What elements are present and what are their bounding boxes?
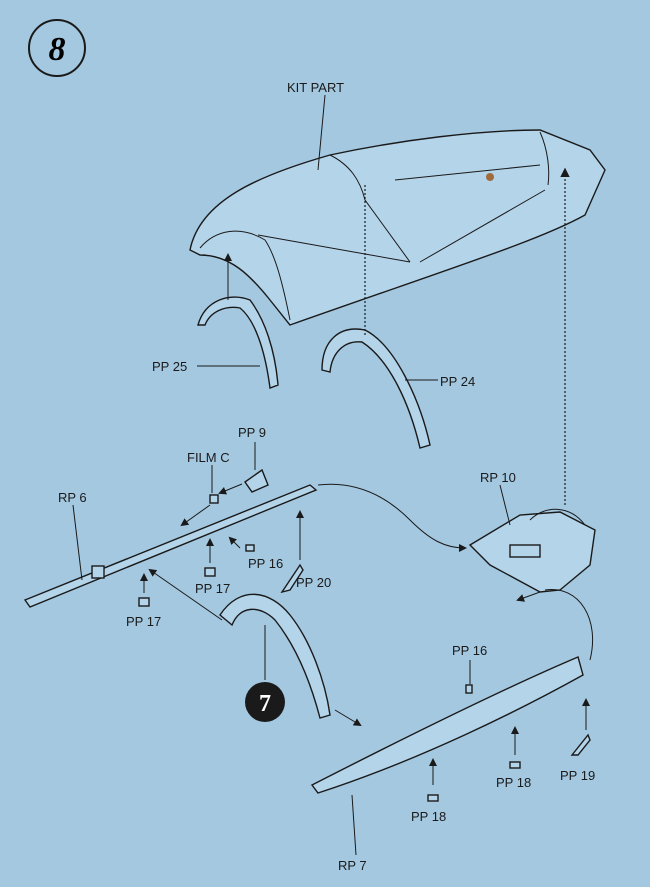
canopy-kit-part: KIT PART	[189, 80, 606, 326]
step-number: 8	[49, 31, 66, 68]
drawing-stroke	[321, 328, 431, 449]
drawing-stroke	[148, 568, 223, 621]
label-rp6: RP 6	[58, 490, 87, 505]
step-badge: 8	[28, 19, 86, 77]
drawing-stroke	[539, 131, 550, 186]
drawing-stroke	[427, 794, 439, 802]
drawing-stroke	[570, 733, 591, 756]
label-pp25: PP 25	[152, 359, 187, 374]
drawing-stroke	[529, 508, 586, 526]
drawing-stroke	[310, 656, 584, 794]
drawing-stroke	[245, 544, 255, 552]
part-pp9: PP 9 FILM C	[180, 425, 269, 527]
drawing-stroke	[509, 761, 521, 769]
drawing-stroke	[465, 684, 473, 694]
sub-step-number: 7	[259, 691, 271, 717]
drawing-stroke	[245, 682, 285, 722]
label-rp10: RP 10	[480, 470, 516, 485]
label-pp17-a: PP 17	[195, 581, 230, 596]
drawing-stroke	[138, 597, 150, 607]
drawing-stroke	[280, 563, 304, 594]
drawing-stroke	[91, 565, 105, 579]
drawing-stroke	[204, 567, 216, 577]
drawing-stroke	[486, 173, 494, 181]
label-pp19: PP 19	[560, 768, 595, 783]
drawing-stroke	[334, 709, 362, 727]
drawing-stroke	[317, 94, 326, 171]
drawing-stroke	[351, 794, 357, 856]
part-rp6: RP 6	[23, 483, 467, 608]
part-rp10: RP 10	[468, 167, 596, 661]
drawing-stroke	[72, 504, 83, 581]
drawing-stroke	[189, 129, 606, 326]
drawing-stroke	[317, 483, 467, 552]
label-pp18-b: PP 18	[496, 775, 531, 790]
drawing-stroke	[257, 164, 546, 263]
drawing-stroke	[199, 230, 291, 321]
drawing-stroke	[544, 589, 594, 661]
small-parts-rail: PP 16 PP 17 PP 20 PP 17	[126, 510, 331, 629]
label-kit-part: KIT PART	[287, 80, 344, 95]
drawing-stroke	[218, 483, 243, 495]
label-pp16-a: PP 16	[248, 556, 283, 571]
label-rp7: RP 7	[338, 858, 367, 873]
drawing-stroke	[228, 536, 241, 549]
part-rp7: RP 7 PP 16 PP 18 PP 18 PP 19	[310, 643, 595, 873]
drawing-stroke	[180, 504, 211, 527]
label-pp9: PP 9	[238, 425, 266, 440]
label-pp20: PP 20	[296, 575, 331, 590]
drawing-stroke	[209, 494, 219, 504]
label-film-c: FILM C	[187, 450, 230, 465]
label-pp16-b: PP 16	[452, 643, 487, 658]
drawing-stroke	[244, 468, 269, 493]
drawing-stroke	[28, 19, 86, 77]
drawing-stroke	[197, 296, 279, 389]
drawing-stroke	[516, 591, 541, 602]
part-pp24: PP 24	[321, 185, 475, 449]
label-pp24: PP 24	[440, 374, 475, 389]
drawing-stroke	[499, 484, 511, 526]
drawing-stroke	[509, 544, 541, 558]
sub-assembly-7: 7	[148, 568, 362, 727]
drawing-stroke	[329, 154, 411, 263]
drawing-stroke	[219, 593, 331, 719]
part-pp25: PP 25	[152, 253, 279, 389]
label-pp18-a: PP 18	[411, 809, 446, 824]
label-pp17-b: PP 17	[126, 614, 161, 629]
